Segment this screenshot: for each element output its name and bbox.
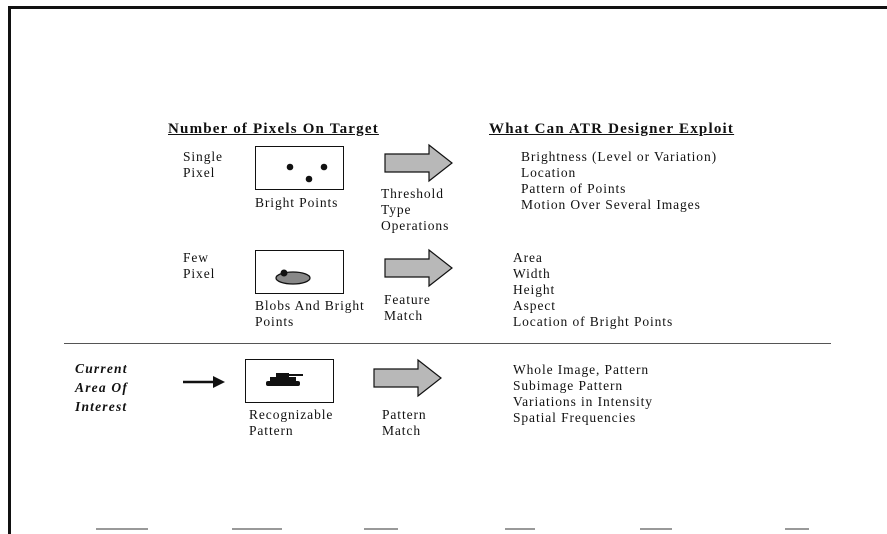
- row3-exploits-list: Whole Image, Pattern Subimage Pattern Va…: [513, 362, 653, 426]
- row1-label: Single Pixel: [183, 149, 223, 181]
- row2-op-line2: Match: [384, 308, 423, 323]
- pointer-arrow-icon: [183, 376, 225, 388]
- row2-caption-line1: Blobs And Bright: [255, 298, 365, 313]
- row3-exploit-item: Whole Image, Pattern: [513, 362, 650, 377]
- row3-op-line1: Pattern: [382, 407, 427, 422]
- row1-box-caption: Bright Points: [255, 195, 339, 210]
- bright-points-icon: [286, 163, 328, 183]
- scan-mark: [785, 528, 809, 530]
- row1-exploit-item: Brightness (Level or Variation): [521, 149, 717, 164]
- row2-exploits-list: Area Width Height Aspect Location of Bri…: [513, 250, 673, 330]
- frame-top-border: [8, 6, 887, 9]
- row2-exploit-item: Area: [513, 250, 543, 265]
- row1-exploits-list: Brightness (Level or Variation) Location…: [521, 149, 717, 213]
- blob-box: [255, 250, 344, 294]
- tank-icon: [266, 373, 303, 386]
- row2-exploit-item: Width: [513, 266, 551, 281]
- row1-op-line2: Type: [381, 202, 412, 217]
- row3-exploit-item: Subimage Pattern: [513, 378, 624, 393]
- row1-arrow-icon: [384, 143, 453, 183]
- row1-exploit-item: Motion Over Several Images: [521, 197, 701, 212]
- scan-mark: [232, 528, 282, 530]
- row1-op-line3: Operations: [381, 218, 450, 233]
- row2-operation: Feature Match: [384, 292, 431, 324]
- bright-points-box: [255, 146, 344, 190]
- row2-arrow-icon: [384, 248, 453, 288]
- row2-box-caption: Blobs And Bright Points: [255, 298, 365, 330]
- row2-exploit-item: Location of Bright Points: [513, 314, 674, 329]
- row3-label-line2: Area Of: [75, 380, 129, 395]
- row3-arrow-icon: [373, 358, 442, 398]
- row1-exploit-item: Pattern of Points: [521, 181, 627, 196]
- scan-mark: [364, 528, 398, 530]
- row1-exploit-item: Location: [521, 165, 577, 180]
- header-pixels-on-target: Number of Pixels On Target: [168, 121, 379, 137]
- frame-left-border: [8, 6, 11, 534]
- row2-op-line1: Feature: [384, 292, 431, 307]
- scan-mark: [505, 528, 535, 530]
- tank-box: [245, 359, 334, 403]
- row3-label-line3: Interest: [75, 399, 128, 414]
- row3-exploit-item: Variations in Intensity: [513, 394, 653, 409]
- row1-op-line1: Threshold: [381, 186, 444, 201]
- row2-label: Few Pixel: [183, 250, 215, 282]
- row3-label-line1: Current: [75, 361, 128, 376]
- header-atr-exploit: What Can ATR Designer Exploit: [489, 121, 735, 137]
- blob-icon: [275, 269, 311, 285]
- scan-mark: [640, 528, 672, 530]
- row2-label-line2: Pixel: [183, 266, 216, 281]
- row3-box-caption: Recognizable Pattern: [249, 407, 333, 439]
- row3-caption-line2: Pattern: [249, 423, 294, 438]
- row3-op-line2: Match: [382, 423, 421, 438]
- row1-label-line1: Single: [183, 149, 223, 164]
- row2-caption-line2: Points: [255, 314, 295, 329]
- row3-label: Current Area Of Interest: [75, 359, 128, 416]
- row2-exploit-item: Height: [513, 282, 556, 297]
- row3-exploit-item: Spatial Frequencies: [513, 410, 637, 425]
- section-divider: [64, 343, 831, 344]
- row3-operation: Pattern Match: [382, 407, 427, 439]
- row1-label-line2: Pixel: [183, 165, 216, 180]
- row2-exploit-item: Aspect: [513, 298, 556, 313]
- row2-label-line1: Few: [183, 250, 209, 265]
- row3-caption-line1: Recognizable: [249, 407, 334, 422]
- row1-operation: Threshold Type Operations: [381, 186, 449, 234]
- scan-mark: [96, 528, 148, 530]
